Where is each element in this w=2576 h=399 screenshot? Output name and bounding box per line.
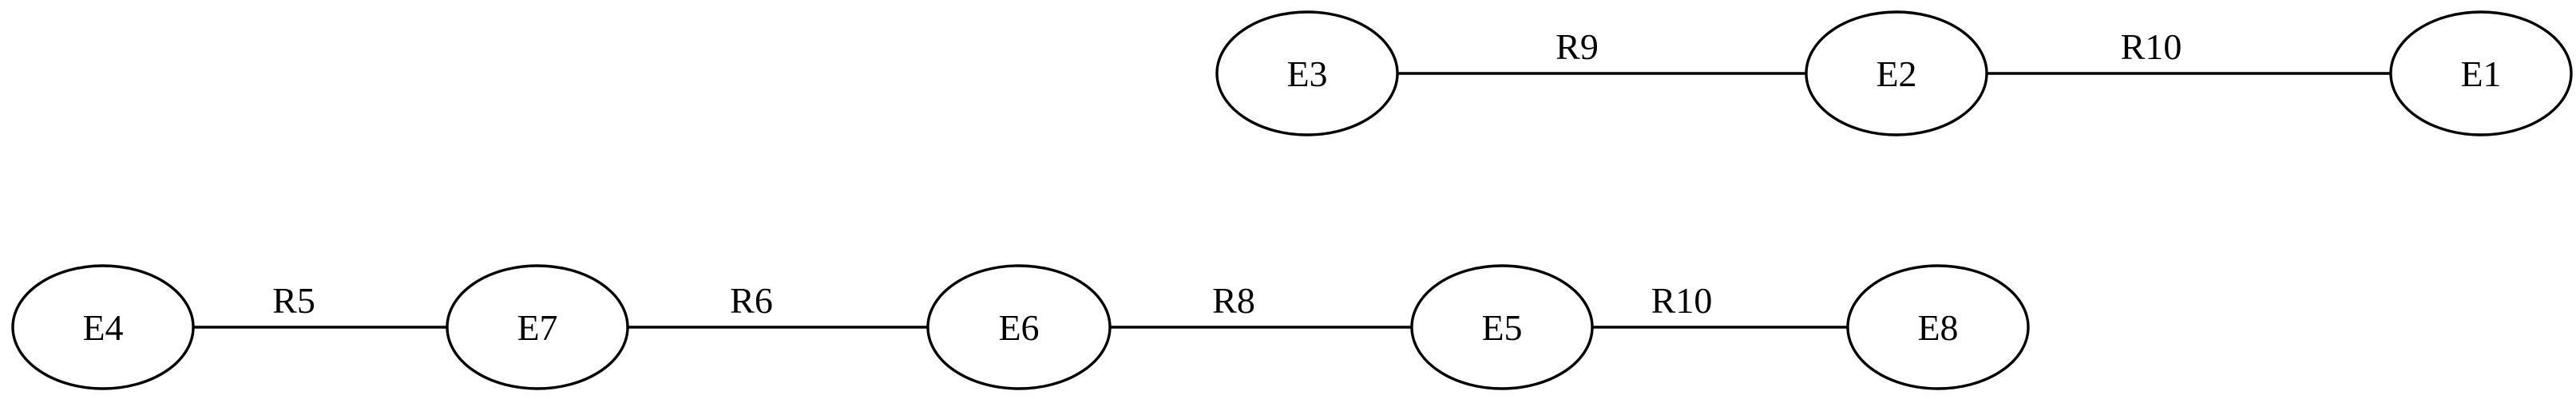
node-ellipse [11,264,195,390]
edge-e5-e8: R10 [1592,280,1848,329]
node-label: E1 [2460,53,2501,94]
edge-label: R9 [1556,26,1599,67]
edge-e2-e1: R10 [1987,26,2391,75]
edge-e7-e6: R6 [628,280,928,329]
node-ellipse [1215,10,1399,136]
node-e4: E4 [11,264,195,390]
edge-e3-e2: R9 [1397,26,1806,75]
node-label: E2 [1876,53,1916,94]
node-e7: E7 [446,264,629,390]
node-ellipse [1846,264,2030,390]
node-label: E6 [998,307,1039,348]
node-e8: E8 [1846,264,2030,390]
node-e6: E6 [926,264,1112,390]
edge-label: R10 [2121,26,2182,67]
edge-label: R6 [730,280,773,321]
edge-e6-e5: R8 [1110,280,1412,329]
node-e3: E3 [1215,10,1399,136]
node-e2: E2 [1805,10,1988,136]
node-ellipse [926,264,1112,390]
node-e5: E5 [1410,264,1594,390]
node-label: E5 [1481,307,1522,348]
edge-label: R5 [272,280,315,321]
node-ellipse [2389,10,2573,136]
node-label: E4 [82,307,123,348]
node-ellipse [1805,10,1988,136]
node-e1: E1 [2389,10,2573,136]
node-ellipse [446,264,629,390]
edge-e4-e7: R5 [193,280,447,329]
edge-label: R8 [1212,280,1255,321]
node-label: E7 [517,307,557,348]
edge-label: R10 [1651,280,1713,321]
node-label: E8 [1917,307,1958,348]
node-label: E3 [1286,53,1327,94]
node-ellipse [1410,264,1594,390]
